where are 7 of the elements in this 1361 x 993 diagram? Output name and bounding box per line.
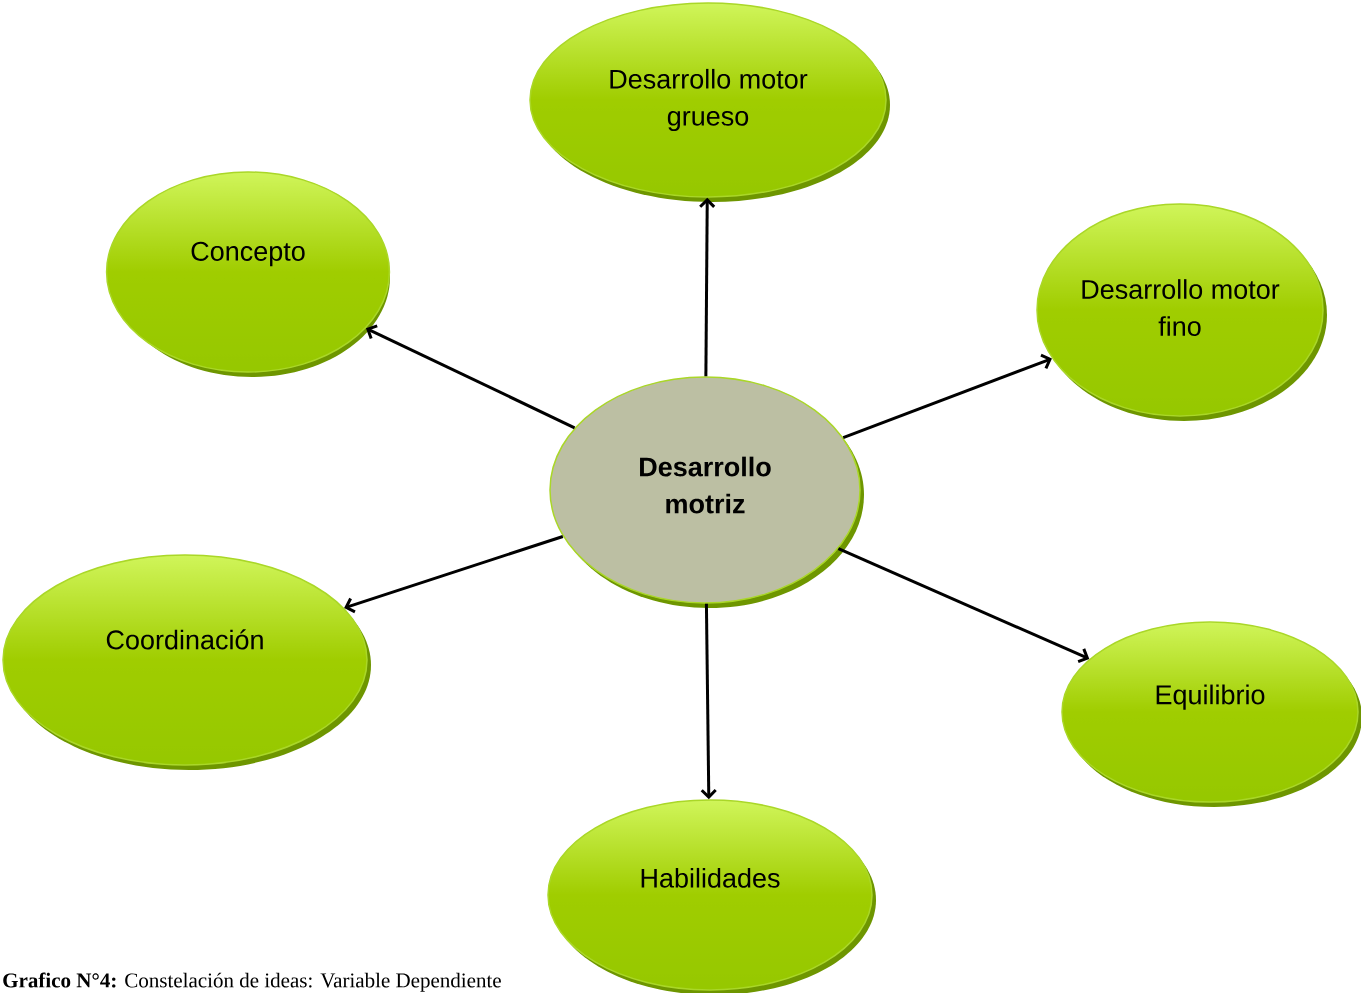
arrow <box>365 324 576 430</box>
arrow <box>842 353 1052 439</box>
arrow <box>699 197 716 377</box>
caption: Grafico N°4: Constelación de ideas: Variable Dependiente <box>3 972 501 992</box>
arrow <box>344 535 564 614</box>
arrow <box>700 603 717 800</box>
arrow <box>837 547 1090 664</box>
